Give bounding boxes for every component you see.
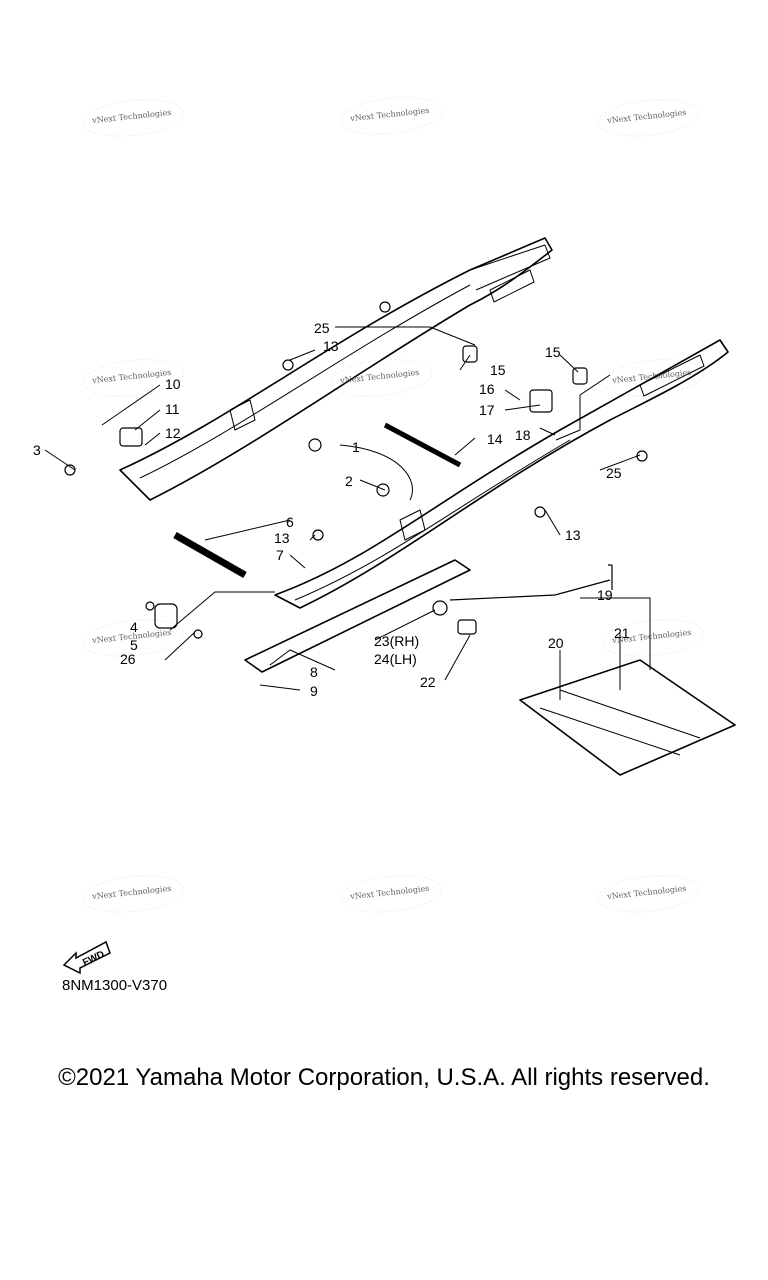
callout-13: 13 <box>565 527 581 543</box>
copyright-notice: ©2021 Yamaha Motor Corporation, U.S.A. A… <box>58 1064 710 1091</box>
callout-25: 25 <box>606 465 622 481</box>
callout-11: 11 <box>165 401 180 417</box>
watermark: vNext Technologies <box>91 883 172 902</box>
callout-26: 26 <box>120 651 136 667</box>
watermark: vNext Technologies <box>349 105 430 124</box>
callout-5: 5 <box>130 637 138 653</box>
callout-25: 25 <box>314 320 330 336</box>
watermark: vNext Technologies <box>91 367 172 386</box>
fwd-arrow-icon: FWD <box>62 940 111 975</box>
callout-16: 16 <box>479 381 495 397</box>
callout-21: 21 <box>614 625 630 641</box>
callout-22: 22 <box>420 674 436 690</box>
callout-12: 12 <box>165 425 181 441</box>
callout-15: 15 <box>490 362 506 378</box>
watermark: vNext Technologies <box>339 367 420 386</box>
callout-13: 13 <box>323 338 339 354</box>
callout-9: 9 <box>310 683 318 699</box>
watermark: vNext Technologies <box>91 107 172 126</box>
callout-1: 1 <box>352 439 360 455</box>
callout-8: 8 <box>310 664 318 680</box>
callout-23: 23(RH) <box>374 633 420 649</box>
callout-24: 24(LH) <box>374 651 417 667</box>
callout-7: 7 <box>276 547 284 563</box>
callout-20: 20 <box>548 635 564 651</box>
callout-3: 3 <box>33 442 41 458</box>
watermark: vNext Technologies <box>611 367 692 386</box>
callout-18: 18 <box>515 427 531 443</box>
callout-19: 19 <box>597 587 613 603</box>
fwd-label: FWD <box>81 949 106 969</box>
callout-17: 17 <box>479 402 495 418</box>
rail-back <box>119 237 553 501</box>
callout-13: 13 <box>274 530 290 546</box>
callout-2: 2 <box>345 473 353 489</box>
watermark: vNext Technologies <box>349 883 430 902</box>
callout-4: 4 <box>130 619 138 635</box>
callout-15: 15 <box>545 344 561 360</box>
diagram-code: 8NM1300-V370 <box>62 977 168 994</box>
watermark: vNext Technologies <box>606 107 687 126</box>
callout-6: 6 <box>286 514 294 530</box>
callout-14: 14 <box>487 431 503 447</box>
watermark: vNext Technologies <box>606 883 687 902</box>
callout-10: 10 <box>165 376 181 392</box>
